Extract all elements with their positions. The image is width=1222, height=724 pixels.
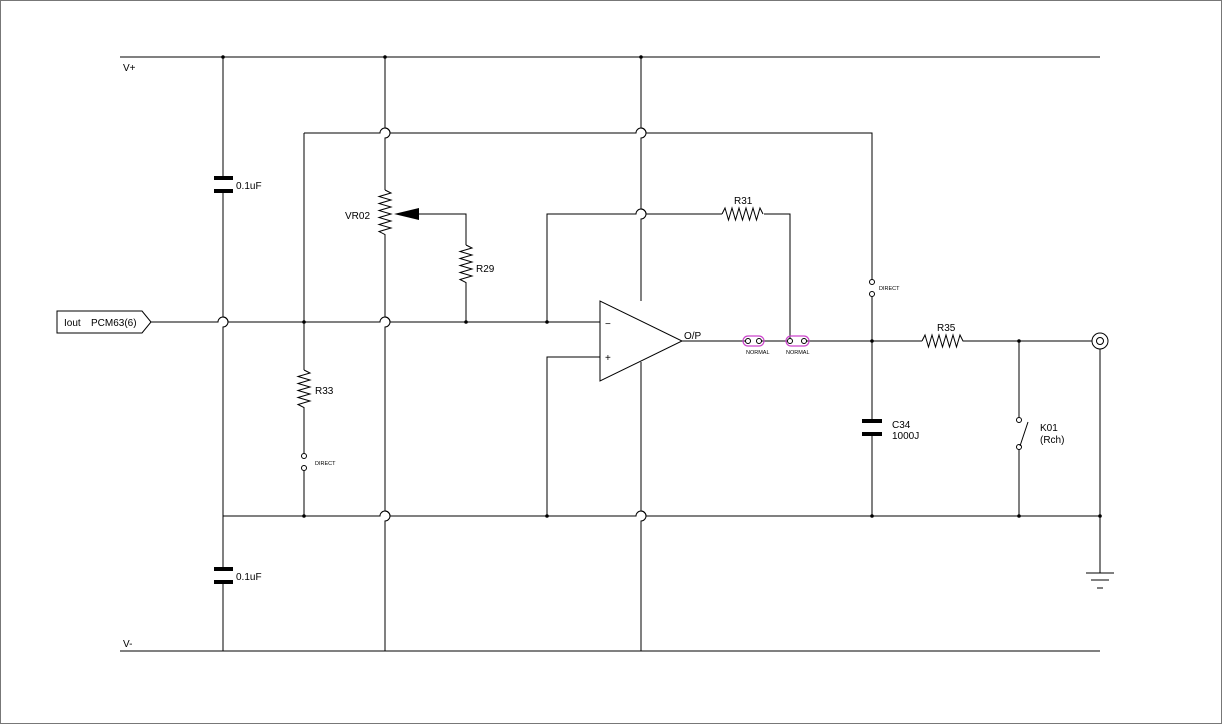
direct-left-label: DIRECT: [315, 461, 336, 467]
vr02-column: [377, 57, 467, 651]
direct-right-label: DIRECT: [879, 286, 900, 292]
c-bottom-label: 0.1uF: [236, 572, 262, 583]
normal-switch-1[interactable]: [742, 335, 765, 347]
supply-column-left: [214, 57, 233, 651]
positive-rail: V+: [120, 56, 1100, 74]
negative-rail-label: V-: [123, 639, 132, 650]
normal-2-label: NORMAL: [786, 350, 810, 356]
ground-icon: [1086, 516, 1114, 589]
positive-rail-label: V+: [123, 63, 136, 74]
r35-label: R35: [937, 323, 956, 334]
ground-rail: [223, 510, 1100, 517]
junction-dots: [221, 55, 1102, 518]
feedback-loop: [546, 206, 791, 341]
opamp-supply-column: [640, 57, 647, 651]
normal-1-label: NORMAL: [746, 350, 770, 356]
opamp-output-label: O/P: [684, 331, 702, 342]
opamp: − + O/P: [599, 300, 702, 382]
r31-label: R31: [734, 196, 753, 207]
output-jack-icon: [1091, 332, 1109, 516]
r29-resistor: [458, 244, 474, 322]
k01-name-label: K01: [1040, 423, 1058, 434]
c34-name-label: C34: [892, 420, 911, 431]
normal-switch-2[interactable]: [785, 335, 810, 347]
k01-channel-label: (Rch): [1040, 435, 1064, 446]
direct-rail: [304, 127, 873, 280]
direct-switch-right[interactable]: [869, 279, 875, 297]
r35-resistor: [921, 333, 1093, 349]
c34-value-label: 1000J: [892, 431, 919, 442]
input-pin-label: Iout: [64, 318, 81, 329]
input-tag: Iout PCM63(6): [56, 310, 152, 334]
c34-branch: [862, 297, 882, 516]
r33-label: R33: [315, 386, 334, 397]
opamp-minus-label: −: [605, 319, 611, 330]
vr02-label: VR02: [345, 211, 370, 222]
input-chip-label: PCM63(6): [91, 318, 137, 329]
opamp-plus-label: +: [605, 353, 611, 364]
k01-relay: [1016, 341, 1029, 516]
noninverting-wire: [546, 356, 600, 516]
input-signal-wire: [151, 316, 600, 323]
r29-label: R29: [476, 264, 495, 275]
r33-branch: [296, 133, 312, 516]
c-top-label: 0.1uF: [236, 181, 262, 192]
negative-rail: V-: [120, 639, 1100, 652]
